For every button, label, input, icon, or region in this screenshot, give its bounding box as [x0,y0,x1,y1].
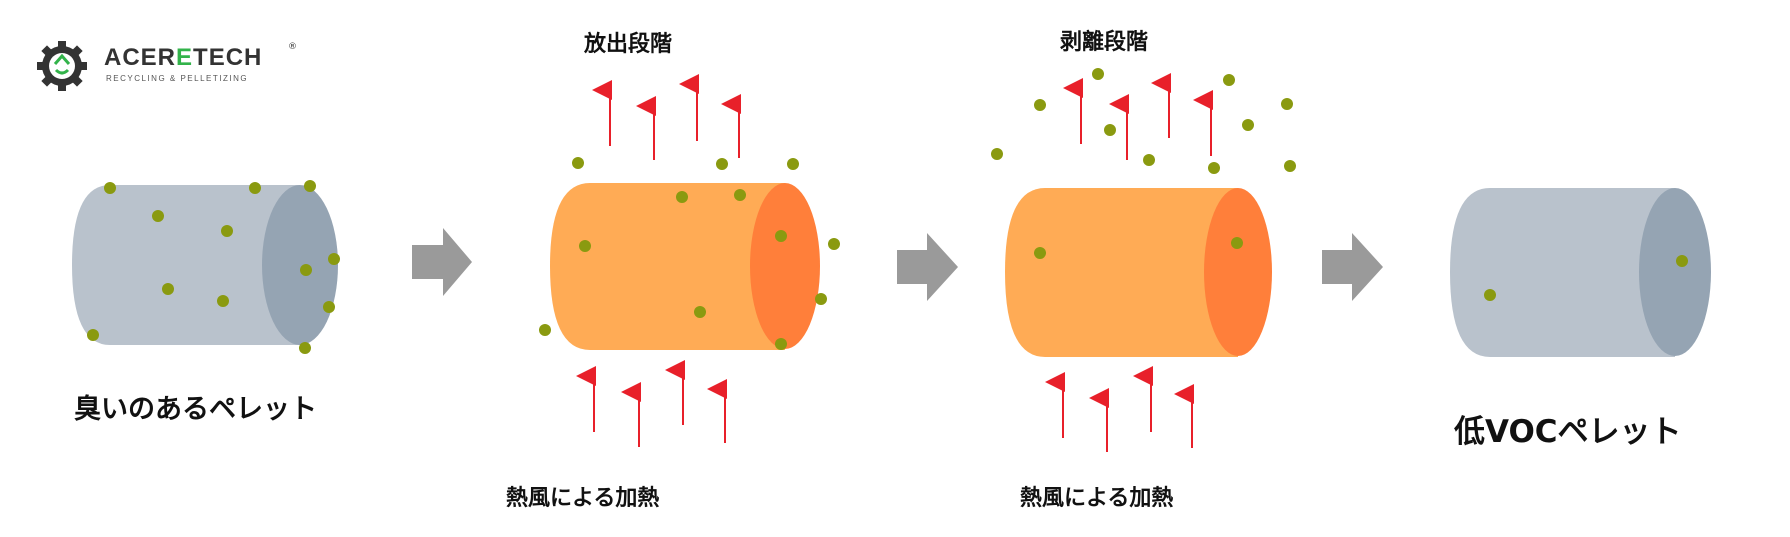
low-voc-pellet-label: 低VOCペレット [1454,414,1682,450]
stripping-rising-arrows [1063,73,1213,160]
release-rising-arrows [592,74,741,160]
smelly-pellet-cylinder [72,185,338,345]
release-phase-cylinder [550,183,820,350]
low-voc-pellet-cylinder [1450,188,1711,357]
stage-stripping-phase: 剥離段階 [1060,30,1149,55]
particles-release [539,157,840,350]
hot-air-heating-label-2: 熱風による加熱 [1020,486,1174,511]
particles-smelly [87,180,340,354]
stripping-hot-air-arrows [1045,366,1194,452]
stripping-phase-cylinder [1005,188,1272,357]
brand-main-prefix: ACER [104,44,177,71]
hot-air-heating-label-1: 熱風による加熱 [506,486,660,511]
particles-low-voc [1484,255,1688,301]
logo: ACERETECH ® RECYCLING & PELLETIZING [36,40,297,91]
smelly-pellet-label: 臭いのあるペレット [74,394,317,425]
flow-arrow-2 [897,233,958,301]
gear-recycle-icon [37,41,87,91]
release-hot-air-arrows [576,360,727,447]
logo-tagline: RECYCLING & PELLETIZING [106,74,249,83]
flow-arrow-3 [1322,233,1383,301]
brand-main-highlight: E [176,44,194,71]
brand-main-suffix: TECH [193,44,263,71]
registered-mark: ® [288,42,297,52]
stage-release-phase: 放出段階 [584,32,673,57]
particles-stripping [991,68,1296,259]
flow-arrow-1 [412,228,472,296]
